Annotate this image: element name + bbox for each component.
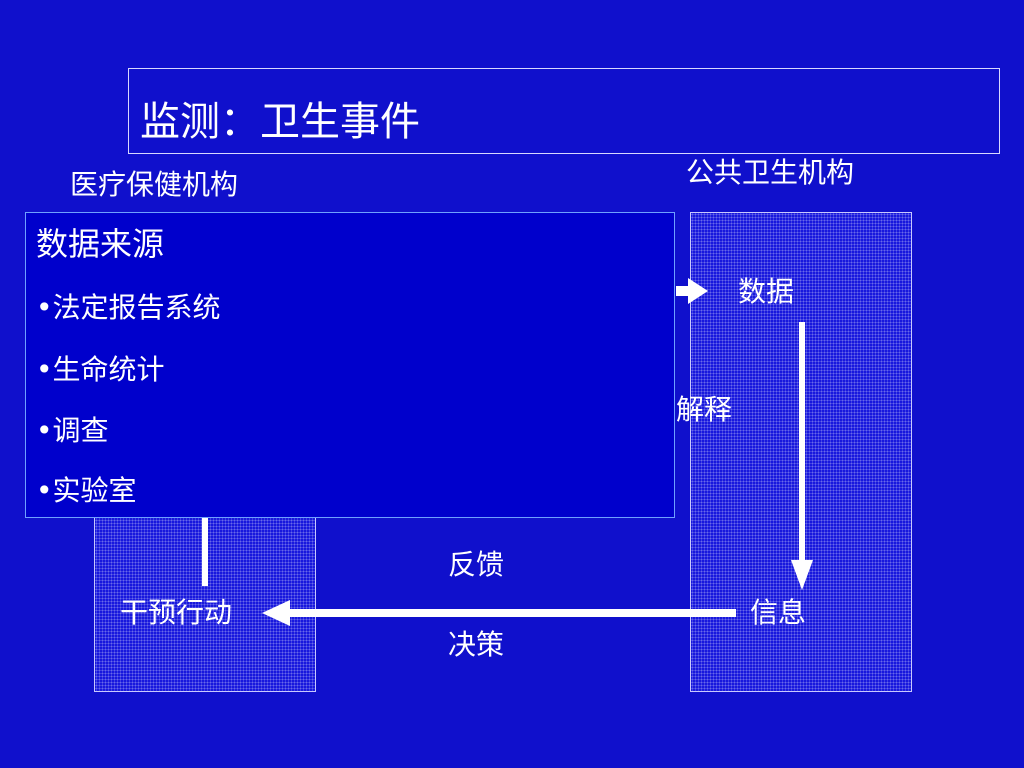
interpret-arrowhead	[791, 560, 813, 590]
data-sources-box	[25, 212, 675, 518]
healthcare-org-label: 医疗保健机构	[70, 168, 239, 201]
node-action: 干预行动	[120, 596, 233, 629]
public-health-org-label: 公共卫生机构	[686, 156, 855, 189]
node-decision: 决策	[448, 628, 505, 661]
data-sources-heading: 数据来源	[36, 225, 165, 263]
node-feedback: 反馈	[448, 548, 505, 581]
node-interpret: 解释	[676, 393, 733, 426]
data-source-item: •实验室	[36, 474, 137, 507]
data-source-item: •生命统计	[36, 353, 165, 386]
node-information: 信息	[750, 596, 807, 629]
decision-arrowhead	[262, 600, 290, 626]
data-source-item: •调查	[36, 414, 109, 447]
decision-arrow-shaft	[288, 609, 736, 617]
data-inflow-arrow-shaft	[676, 286, 690, 296]
action-feedback-line	[202, 518, 208, 586]
title-box	[128, 68, 1000, 154]
node-data: 数据	[738, 275, 795, 308]
data-inflow-arrowhead	[688, 278, 708, 304]
page-title: 监测：卫生事件	[140, 99, 420, 145]
interpret-arrow-shaft	[799, 322, 805, 564]
data-source-item: •法定报告系统	[36, 291, 221, 324]
